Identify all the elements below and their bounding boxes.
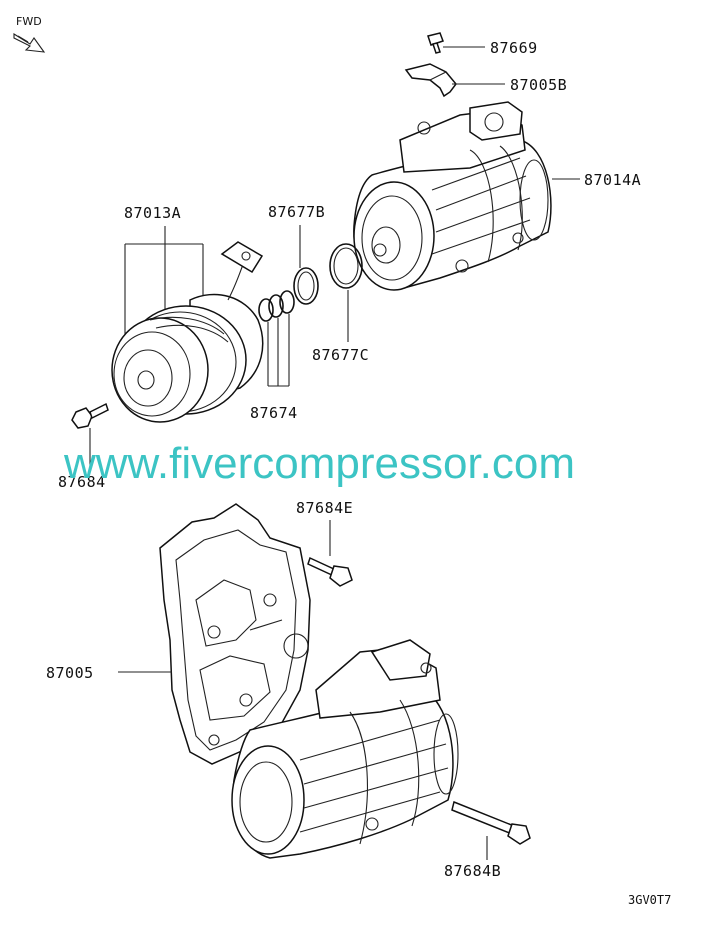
label-87669: 87669	[490, 39, 538, 57]
compressor-upper-icon	[353, 101, 552, 291]
leader-87013a	[124, 226, 204, 338]
fwd-arrow-icon	[13, 33, 46, 53]
clutch-assembly-icon	[111, 241, 264, 423]
label-87684e: 87684E	[296, 499, 353, 517]
bolt-87684e-icon	[307, 556, 353, 587]
label-87005b: 87005B	[510, 76, 567, 94]
bracket-87005b-icon	[404, 63, 457, 98]
label-87013a: 87013A	[124, 204, 181, 222]
leader-87674	[267, 314, 290, 387]
label-87674: 87674	[250, 404, 298, 422]
label-87014a: 87014A	[584, 171, 641, 189]
bolt-87669-icon	[427, 32, 444, 54]
compressor-lower-icon	[231, 639, 459, 859]
label-87677c: 87677C	[312, 346, 369, 364]
label-87005: 87005	[46, 664, 94, 682]
label-87677b: 87677B	[268, 203, 325, 221]
snap-ring-87677b-icon	[293, 267, 319, 305]
label-87684b: 87684B	[444, 862, 501, 880]
fwd-label: FWD	[16, 15, 42, 28]
reference-code: 3GV0T7	[628, 893, 671, 907]
bolt-87684-icon	[71, 402, 109, 429]
label-87684: 87684	[58, 473, 106, 491]
snap-ring-87677c-icon	[329, 243, 363, 289]
bolt-87684b-icon	[451, 800, 531, 845]
shims-icon	[258, 290, 295, 322]
bracket-87005-icon	[159, 503, 311, 765]
watermark: www.fivercompressor.com	[63, 439, 575, 488]
